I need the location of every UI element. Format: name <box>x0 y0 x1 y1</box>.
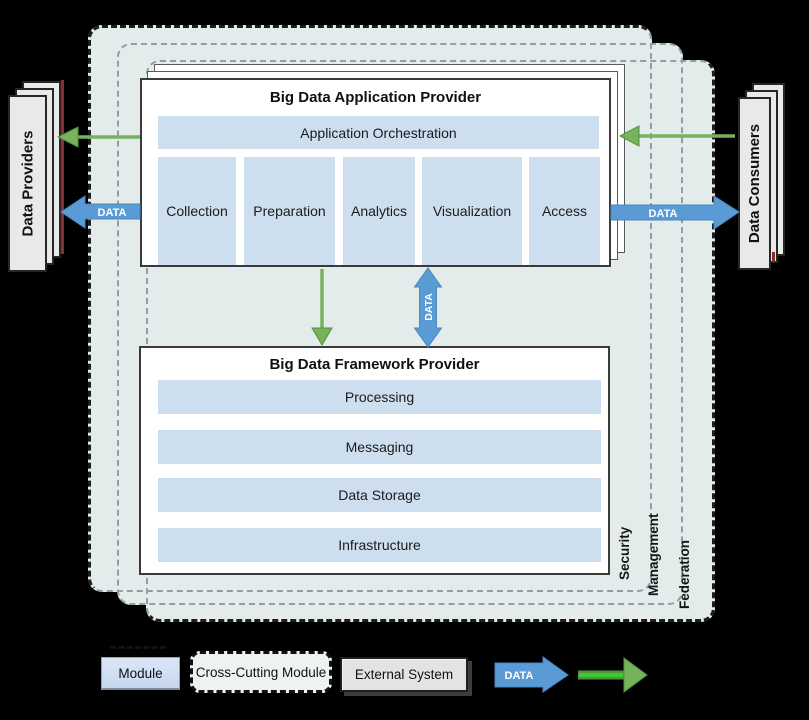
legend-cross-cutting-box: Cross-Cutting Module <box>190 651 332 693</box>
framework-provider-box: Big Data Framework Provider Processing M… <box>139 346 610 575</box>
module-collection: Collection <box>158 157 236 265</box>
data-arrow-label-right: DATA <box>649 208 678 220</box>
application-orchestration-bar: Application Orchestration <box>158 116 599 149</box>
layer-infrastructure: Infrastructure <box>158 528 601 562</box>
module-analytics: Analytics <box>343 157 415 265</box>
application-provider-box: Big Data Application Provider Applicatio… <box>140 78 611 267</box>
layer-data-storage: Data Storage <box>158 478 601 512</box>
application-provider-title: Big Data Application Provider <box>269 89 482 106</box>
data-providers-box: Data Providers <box>8 95 47 272</box>
data-arrow-label-left: DATA <box>98 207 127 219</box>
data-consumers-red-edge <box>772 252 775 262</box>
data-arrow-bidirectional: DATA <box>413 267 443 348</box>
module-access: Access <box>529 157 600 265</box>
layer-processing: Processing <box>158 380 601 414</box>
framework-provider-title: Big Data Framework Provider <box>269 356 480 373</box>
module-visualization: Visualization <box>422 157 522 265</box>
green-arrow-to-providers <box>56 126 140 148</box>
legend-dashed-fragment <box>110 646 166 649</box>
data-consumers-box: Data Consumers <box>738 97 771 270</box>
security-fabric-border <box>88 25 652 592</box>
federation-fabric-border <box>146 60 715 622</box>
data-providers-red-edge <box>61 80 64 254</box>
legend-data-arrow-label: DATA <box>505 670 534 682</box>
legend-green-arrow <box>578 657 648 693</box>
green-arrow-from-consumers <box>618 125 735 147</box>
layer-messaging: Messaging <box>158 430 601 464</box>
management-fabric-border <box>117 43 683 605</box>
legend-module-box: Module <box>101 657 180 690</box>
legend-external-system-box: External System <box>340 657 468 692</box>
data-arrow-to-providers: DATA <box>60 195 141 229</box>
data-arrow-label-vertical: DATA <box>423 293 435 321</box>
green-arrow-to-framework <box>311 269 333 346</box>
data-arrow-to-consumers: DATA <box>610 195 740 230</box>
module-preparation: Preparation <box>244 157 335 265</box>
legend-data-arrow: DATA <box>494 656 569 693</box>
